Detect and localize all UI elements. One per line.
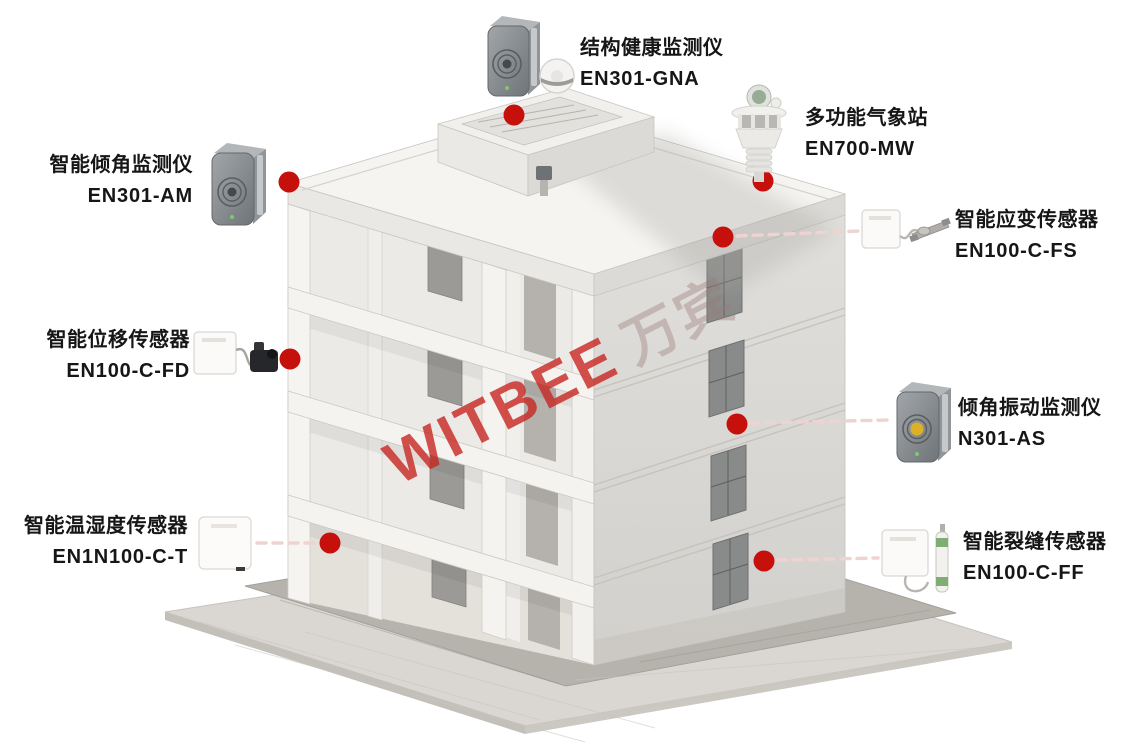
strain-sensor-icon <box>861 209 951 249</box>
facade-base-shadow <box>594 588 845 665</box>
label-temp-humidity: 智能温湿度传感器 EN1N100-C-T <box>24 511 188 573</box>
vibration-monitor-device <box>891 379 957 476</box>
structural-health-monitor-device <box>482 14 582 111</box>
weather-station-icon <box>731 84 787 182</box>
label-tilt-monitor: 智能倾角监测仪 EN301-AM <box>50 150 194 212</box>
marker-strain-sensor <box>712 226 734 248</box>
sensor-model: EN100-C-FS <box>955 240 1078 262</box>
paving-texture <box>199 621 1001 743</box>
sensor-name: 智能位移传感器 <box>46 329 190 351</box>
sensor-name: 智能裂缝传感器 <box>963 531 1107 553</box>
leader-lines <box>255 229 892 562</box>
label-strain-sensor: 智能应变传感器 EN100-C-FS <box>955 205 1099 267</box>
marker-temp-humidity <box>319 532 341 554</box>
structural-health-monitor-icon <box>487 16 575 97</box>
sensor-name: 多功能气象站 <box>805 107 928 129</box>
tilt-monitor-icon <box>211 143 266 226</box>
label-crack-sensor: 智能裂缝传感器 EN100-C-FF <box>963 527 1107 589</box>
sensor-model: EN700-MW <box>805 138 915 160</box>
pavement-edge-right <box>525 642 1012 734</box>
rooftop-sensor <box>536 166 552 196</box>
crack-sensor-icon <box>881 524 949 593</box>
floor-slabs <box>287 286 595 609</box>
crack-sensor-device <box>880 522 966 611</box>
displacement-sensor-icon <box>193 331 278 375</box>
sensor-name: 倾角振动监测仪 <box>958 397 1102 419</box>
sensor-model: N301-AS <box>958 428 1046 450</box>
sensor-name: 智能倾角监测仪 <box>49 154 193 176</box>
marker-tilt-monitor <box>278 171 300 193</box>
label-displacement-sensor: 智能位移传感器 EN100-C-FD <box>47 325 191 387</box>
sensor-model: EN301-GNA <box>580 68 700 90</box>
marker-crack-sensor <box>753 550 775 572</box>
leader-vibration <box>748 418 892 425</box>
sensor-model: EN100-C-FD <box>66 360 190 382</box>
pavement-edge-left <box>165 612 525 734</box>
label-weather-station: 多功能气象站 EN700-MW <box>805 103 928 165</box>
marker-displacement-sensor <box>279 348 301 370</box>
label-structural-health: 结构健康监测仪 EN301-GNA <box>580 33 724 95</box>
vibration-monitor-icon <box>896 382 951 463</box>
sensor-name: 结构健康监测仪 <box>580 37 724 59</box>
weather-station-device <box>729 82 793 189</box>
sensor-model: EN301-AM <box>87 185 193 207</box>
left-cutaway-face <box>287 203 595 666</box>
curb-texture <box>279 599 931 685</box>
sensor-name: 智能应变传感器 <box>955 209 1099 231</box>
temperature-humidity-sensor-icon <box>198 516 252 571</box>
penthouse-grille <box>477 104 599 133</box>
roof <box>286 87 847 297</box>
leader-strain <box>735 229 862 238</box>
slab-shadows <box>288 308 594 622</box>
sensor-model: EN1N100-C-T <box>52 546 188 568</box>
interior-door-slots <box>524 272 560 650</box>
strain-sensor-device <box>860 206 954 265</box>
sensor-name: 智能温湿度传感器 <box>24 515 188 537</box>
roof-shadow <box>560 132 838 296</box>
sensor-model: EN100-C-FF <box>963 562 1085 584</box>
leader-crack <box>775 556 880 562</box>
right-facade <box>593 214 846 666</box>
marker-vibration-monitor <box>726 413 748 435</box>
interior-window-slots <box>427 239 467 608</box>
marker-structural-health <box>503 104 525 126</box>
temperature-humidity-sensor-device <box>196 514 256 581</box>
roof-penthouse <box>436 87 656 197</box>
displacement-sensor-device <box>192 326 282 389</box>
tilt-monitor-device <box>206 140 272 239</box>
label-vibration-monitor: 倾角振动监测仪 N301-AS <box>958 393 1102 455</box>
